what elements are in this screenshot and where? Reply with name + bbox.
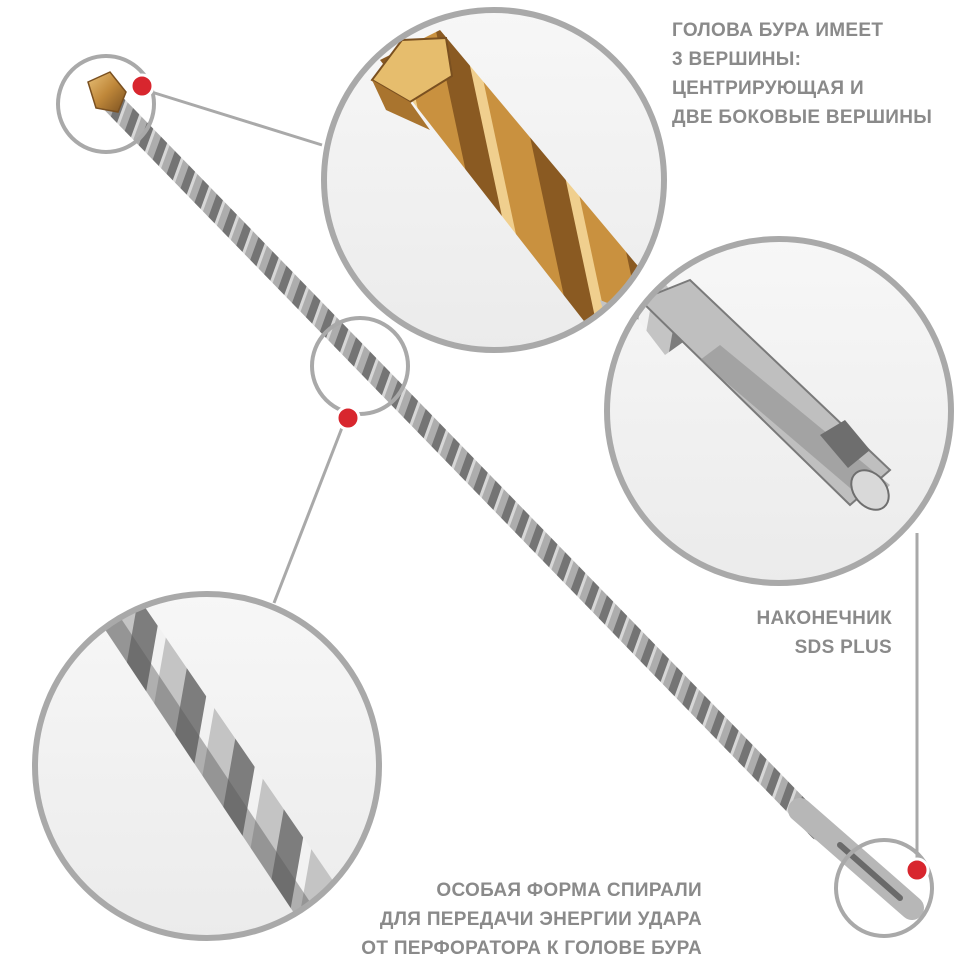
locator-ring-shank bbox=[834, 838, 934, 938]
spiral-flute-zoom-icon bbox=[92, 600, 360, 938]
callout-shank-text: Наконечник SDS plus bbox=[756, 604, 892, 662]
red-dot-marker-shank bbox=[904, 857, 930, 883]
callout-shank-line-1: Наконечник bbox=[756, 608, 892, 629]
callout-head-line-1: Голова бура имеет bbox=[672, 20, 884, 41]
callout-head-line-4: две боковые вершины bbox=[672, 107, 933, 128]
callout-spiral-line-1: Особая форма спирали bbox=[436, 880, 702, 901]
callout-head-text: Голова бура имеет 3 вершины: центрирующа… bbox=[672, 16, 932, 132]
connector-lines bbox=[144, 88, 919, 870]
zoom-spiral bbox=[32, 591, 382, 941]
zoom-shank bbox=[604, 236, 954, 586]
sds-plus-shank-zoom-icon bbox=[607, 250, 892, 511]
callout-head-line-3: центрирующая и bbox=[672, 78, 864, 99]
markers bbox=[129, 73, 930, 883]
zoom-spiral-ring bbox=[32, 591, 382, 941]
locator-ring-spiral bbox=[310, 316, 410, 416]
zoom-shank-ring bbox=[604, 236, 954, 586]
drill-bit bbox=[87, 71, 924, 920]
callout-spiral-text: Особая форма спирали для передачи энерги… bbox=[361, 876, 702, 963]
locator-ring-head bbox=[56, 54, 156, 154]
connector-spiral bbox=[272, 419, 347, 604]
drill-tip bbox=[87, 71, 127, 113]
red-dot-marker-spiral bbox=[335, 405, 361, 431]
callout-shank-line-2: SDS plus bbox=[794, 637, 892, 658]
locator-rings bbox=[56, 54, 934, 938]
zoom-tip-ring bbox=[321, 7, 667, 353]
connector-head bbox=[144, 88, 323, 147]
red-dot-marker-head bbox=[129, 73, 155, 99]
drill-shaft bbox=[99, 89, 831, 841]
callout-spiral-line-3: от перфоратора к голове бура bbox=[361, 938, 702, 959]
drill-shaft-edge bbox=[99, 89, 831, 841]
callout-head-line-2: 3 вершины: bbox=[672, 49, 802, 70]
callout-spiral-line-2: для передачи энергии удара bbox=[379, 909, 702, 930]
